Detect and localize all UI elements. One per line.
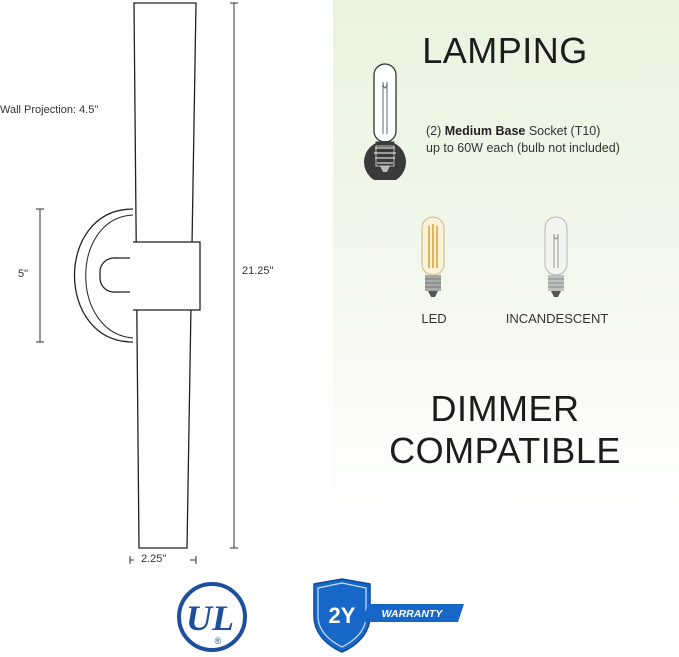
warranty-shield-badge: 2Y WARRANTY: [313, 578, 464, 653]
dimmer-line2: COMPATIBLE: [389, 430, 621, 471]
incandescent-label: INCANDESCENT: [505, 311, 609, 326]
wall-projection-label: Wall Projection: 4.5": [0, 104, 99, 116]
led-label: LED: [421, 311, 447, 326]
socket-count: (2): [426, 124, 442, 138]
socket-base-type: Medium Base: [444, 124, 526, 138]
width-label: 2.25": [141, 553, 167, 565]
ul-mark-text: UL: [186, 598, 234, 638]
ul-certification-badge: UL ®: [177, 582, 247, 652]
dimmer-line1: DIMMER: [430, 388, 580, 429]
backplate-dimension-line: [36, 208, 44, 343]
lamping-title: LAMPING: [422, 30, 588, 71]
wattage-spec: up to 60W each (bulb not included): [426, 141, 620, 155]
fixture-center-band: [129, 241, 201, 311]
warranty-word-text: WARRANTY: [382, 608, 444, 620]
led-bulb-icon: [421, 216, 445, 297]
socket-type: Socket (T10): [528, 124, 601, 138]
fixture-drawing: [36, 2, 238, 564]
t10-socket-icon: [364, 63, 406, 180]
ul-registered-text: ®: [215, 636, 222, 646]
height-dimension-line: [230, 2, 238, 549]
backplate-height-label: 5": [18, 268, 29, 280]
total-height-label: 21.25": [242, 265, 274, 277]
width-dimension-line: [129, 556, 197, 564]
dimmer-compatible-heading: DIMMER COMPATIBLE: [380, 388, 630, 472]
socket-spec: (2) Medium Base Socket (T10) up to 60W e…: [426, 123, 620, 157]
warranty-years-text: 2Y: [329, 603, 356, 628]
incandescent-bulb-icon: [544, 216, 568, 297]
